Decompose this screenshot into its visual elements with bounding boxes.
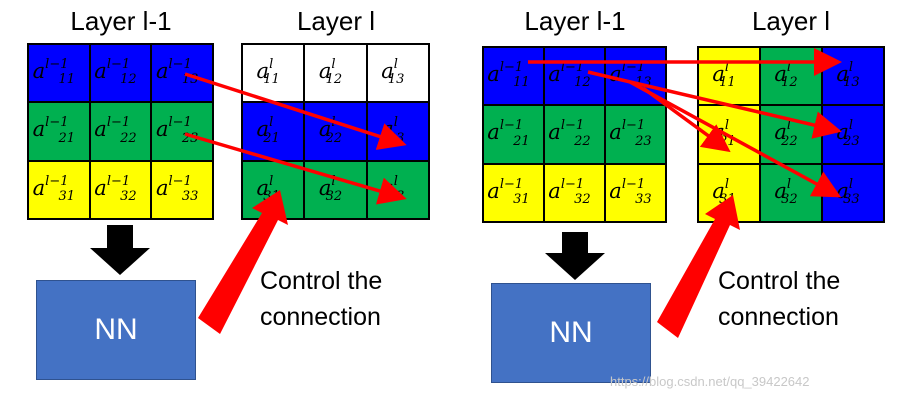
activation-symbol: al−112 <box>548 60 591 91</box>
right-nn-box: NN <box>491 283 651 383</box>
activation-symbol: al31 <box>712 176 736 207</box>
right-input-layer-title: Layer l-1 <box>524 6 626 36</box>
right-output-grid-cell-2-2: al22 <box>760 105 822 164</box>
left-output-grid-cell-2-3: al23 <box>366 102 429 161</box>
activation-symbol: al−113 <box>155 57 199 88</box>
activation-symbol: al22 <box>774 118 798 149</box>
left-input-grid-cell-3-2: al−132 <box>89 160 152 219</box>
activation-symbol: al23 <box>381 115 405 146</box>
left-input-grid-cell-1-1: al−111 <box>28 44 90 103</box>
left-caption: Control the connection <box>260 263 382 335</box>
right-output-grid-cell-3-1: al31 <box>698 163 760 222</box>
right-caption-line2: connection <box>718 303 839 331</box>
left-input-grid-cell-2-1: al−121 <box>28 102 90 161</box>
right-down-arrow <box>545 232 605 280</box>
left-input-grid-cell-1-2: al−112 <box>89 44 152 103</box>
right-output-grid-cell-2-3: al23 <box>822 105 884 164</box>
left-output-grid-cell-3-2: al32 <box>304 160 367 219</box>
left-output-grid-cell-3-3: al33 <box>366 160 429 219</box>
right-input-grid-cell-1-2: al−112 <box>544 47 605 106</box>
left-input-grid-cell-2-3: al−123 <box>151 102 213 161</box>
activation-symbol: al31 <box>256 173 280 204</box>
left-nn-box: NN <box>36 280 196 380</box>
left-output-grid-cell-3-1: al31 <box>242 160 305 219</box>
left-input-grid: al−111 al−112 al−113 al−121 al−122 al−123 al−1… <box>27 43 214 220</box>
right-output-grid: al11 al12 al13 al21 al22 al23 al31 al32 al33 <box>697 46 885 223</box>
left-input-grid-cell-1-3: al−113 <box>151 44 213 103</box>
right-nn-label: NN <box>549 316 593 349</box>
activation-symbol: al33 <box>836 176 860 207</box>
right-output-grid-cell-3-2: al32 <box>760 163 822 222</box>
activation-symbol: al−133 <box>155 173 199 204</box>
right-caption: Control the connection <box>718 263 840 335</box>
activation-symbol: al21 <box>712 118 736 149</box>
activation-symbol: al−111 <box>32 57 76 88</box>
right-input-grid-cell-1-3: al−113 <box>605 47 666 106</box>
activation-symbol: al−122 <box>548 118 591 149</box>
left-output-grid: al11 al12 al13 al21 al22 al23 al31 al32 al33 <box>241 43 430 220</box>
activation-symbol: al13 <box>836 60 860 91</box>
left-input-grid-cell-2-2: al−122 <box>89 102 152 161</box>
right-input-grid-cell-2-1: al−121 <box>483 105 544 164</box>
activation-symbol: al11 <box>256 57 280 88</box>
activation-symbol: al−133 <box>609 176 652 207</box>
right-output-grid-cell-1-3: al13 <box>822 47 884 106</box>
right-input-grid-cell-3-1: al−131 <box>483 163 544 222</box>
left-output-grid-cell-2-2: al22 <box>304 102 367 161</box>
left-output-grid-cell-1-2: al12 <box>304 44 367 103</box>
activation-symbol: al−123 <box>155 115 199 146</box>
right-input-grid-cell-2-3: al−123 <box>605 105 666 164</box>
right-output-grid-cell-2-1: al21 <box>698 105 760 164</box>
activation-symbol: al13 <box>381 57 405 88</box>
left-output-grid-cell-1-1: al11 <box>242 44 305 103</box>
left-caption-line2: connection <box>260 303 381 331</box>
activation-symbol: al12 <box>318 57 343 88</box>
activation-symbol: al−121 <box>32 115 76 146</box>
right-input-grid-cell-3-2: al−132 <box>544 163 605 222</box>
left-output-grid-cell-1-3: al13 <box>366 44 429 103</box>
activation-symbol: al−121 <box>487 118 530 149</box>
left-caption-line1: Control the <box>260 267 383 295</box>
right-input-grid-cell-3-3: al−133 <box>605 163 666 222</box>
left-nn-label: NN <box>94 313 138 346</box>
activation-symbol: al−131 <box>487 176 530 207</box>
right-output-grid-cell-3-3: al33 <box>822 163 884 222</box>
right-output-layer-title: Layer l <box>751 6 831 36</box>
activation-symbol: al23 <box>836 118 860 149</box>
activation-symbol: al−113 <box>609 60 652 91</box>
activation-symbol: al12 <box>774 60 798 91</box>
activation-symbol: al−132 <box>548 176 591 207</box>
left-down-arrow <box>90 225 150 275</box>
activation-symbol: al21 <box>256 115 280 146</box>
right-caption-line1: Control the <box>718 267 841 295</box>
activation-symbol: al−111 <box>487 60 530 91</box>
left-input-grid-cell-3-1: al−131 <box>28 160 90 219</box>
right-input-grid-cell-1-1: al−111 <box>483 47 544 106</box>
left-output-grid-cell-2-1: al21 <box>242 102 305 161</box>
activation-symbol: al11 <box>712 60 736 91</box>
activation-symbol: al−122 <box>94 115 137 146</box>
left-input-layer-title: Layer l-1 <box>70 6 172 36</box>
right-output-grid-cell-1-1: al11 <box>698 47 760 106</box>
activation-symbol: al−123 <box>609 118 652 149</box>
right-input-grid-cell-2-2: al−122 <box>544 105 605 164</box>
right-output-grid-cell-1-2: al12 <box>760 47 822 106</box>
left-output-layer-title: Layer l <box>296 6 376 36</box>
right-input-grid: al−111 al−112 al−113 al−121 al−122 al−123 al−1… <box>482 46 667 223</box>
activation-symbol: al−112 <box>94 57 137 88</box>
activation-symbol: al32 <box>774 176 798 207</box>
activation-symbol: al−131 <box>32 173 76 204</box>
watermark: https://blog.csdn.net/qq_39422642 <box>610 374 810 389</box>
activation-symbol: al−132 <box>94 173 137 204</box>
left-input-grid-cell-3-3: al−133 <box>151 160 213 219</box>
activation-symbol: al32 <box>318 173 343 204</box>
activation-symbol: al22 <box>318 115 343 146</box>
activation-symbol: al33 <box>381 173 405 204</box>
